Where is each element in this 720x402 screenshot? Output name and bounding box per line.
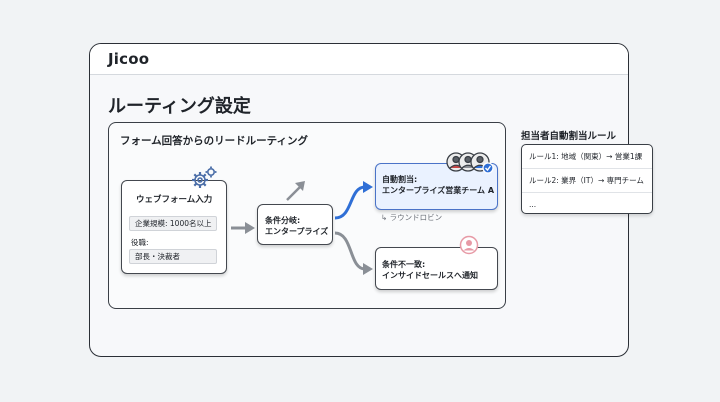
branch-to-mismatch-arrow bbox=[334, 231, 373, 275]
form-card-title: ウェブフォーム入力 bbox=[136, 195, 213, 205]
branch-label: 条件分岐: bbox=[265, 216, 301, 225]
assign-text: 自動割当: エンタープライズ営業チーム A bbox=[382, 174, 494, 196]
mismatch-card[interactable]: 条件不一致: インサイドセールスへ通知 bbox=[375, 247, 498, 290]
user-avatar-icon bbox=[459, 235, 479, 255]
team-avatars-icon bbox=[446, 152, 494, 174]
assign-team: エンタープライズ営業チーム A bbox=[382, 186, 495, 195]
web-form-card[interactable]: ウェブフォーム入力 企業規模: 1000名以上 役職: 部長・決裁者 bbox=[121, 180, 227, 274]
condition-branch-card[interactable]: 条件分岐: エンタープライズ bbox=[257, 204, 333, 245]
rule-item[interactable]: ... bbox=[529, 200, 537, 209]
top-bar: Jicoo bbox=[90, 44, 628, 75]
gear-icon bbox=[192, 166, 217, 188]
mismatch-action: インサイドセールスへ通知 bbox=[382, 271, 478, 280]
branch-to-assign-arrow bbox=[334, 181, 373, 220]
branch-text: 条件分岐: エンタープライズ bbox=[265, 215, 328, 237]
rules-card: ルール1: 地域（関東）→ 営業1課 ルール2: 業界（IT）→ 専門チーム .… bbox=[521, 144, 653, 214]
form-to-branch-arrow bbox=[231, 222, 255, 234]
mismatch-label: 条件不一致: bbox=[382, 260, 426, 269]
panel-title: フォーム回答からのリードルーティング bbox=[120, 135, 309, 147]
assign-label: 自動割当: bbox=[382, 175, 418, 184]
role-label: 役職: bbox=[131, 238, 149, 247]
routing-panel: フォーム回答からのリードルーティング ウェブフォーム入力 企業規模 bbox=[108, 122, 506, 309]
rule-item[interactable]: ルール1: 地域（関東）→ 営業1課 bbox=[522, 145, 652, 169]
role-field[interactable]: 部長・決裁者 bbox=[129, 249, 217, 264]
branch-value: エンタープライズ bbox=[265, 227, 329, 236]
flow-connectors bbox=[231, 181, 373, 275]
mismatch-text: 条件不一致: インサイドセールスへ通知 bbox=[382, 259, 478, 281]
rules-title: 担当者自動割当ルール bbox=[521, 131, 617, 142]
page-title: ルーティング設定 bbox=[108, 96, 251, 117]
round-robin-label: ↳ ラウンドロビン bbox=[381, 213, 443, 222]
arrow-up-right-icon bbox=[286, 181, 305, 201]
app-window: Jicoo ルーティング設定 フォーム回答からのリードルーティング bbox=[89, 43, 629, 357]
rule-item[interactable]: ルール2: 業界（IT）→ 専門チーム bbox=[522, 169, 652, 193]
brand-logo[interactable]: Jicoo bbox=[108, 50, 150, 68]
company-size-field[interactable]: 企業規模: 1000名以上 bbox=[129, 216, 217, 231]
